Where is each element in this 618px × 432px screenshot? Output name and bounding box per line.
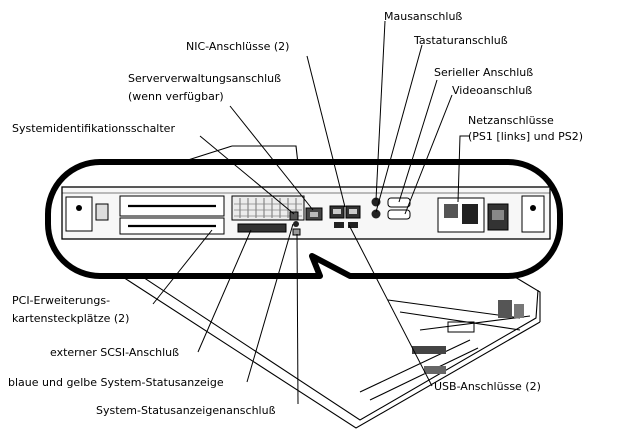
management-port: [305, 207, 323, 221]
label-power-connectors-1: Netzanschlüsse: [468, 114, 554, 127]
label-serial-connector: Serieller Anschluß: [434, 66, 533, 79]
right-bracket: [521, 195, 545, 233]
scsi-connector: [237, 223, 287, 233]
label-power-connectors-2: (PS1 [links] und PS2): [468, 130, 583, 143]
status-indicator-connector: [292, 228, 301, 236]
label-mouse-connector: Mausanschluß: [384, 10, 462, 23]
label-management-port-2: (wenn verfügbar): [128, 90, 224, 103]
status-indicator-led: [293, 221, 299, 227]
label-usb-connectors: USB-Anschlüsse (2): [434, 380, 541, 393]
power-supplies: [437, 197, 509, 233]
pci-expansion-slots: [119, 195, 225, 235]
label-status-connector: System-Statusanzeigenanschluß: [96, 404, 276, 417]
nic-ports: [329, 205, 361, 219]
label-management-port-1: Serververwaltungsanschluß: [128, 72, 281, 85]
label-nic-connectors: NIC-Anschlüsse (2): [186, 40, 289, 53]
serial-port: [387, 197, 411, 208]
label-video-connector: Videoanschluß: [452, 84, 532, 97]
label-status-indicator: blaue und gelbe System-Statusanzeige: [8, 376, 224, 389]
leader-lines: [152, 20, 469, 405]
label-external-scsi: externer SCSI-Anschluß: [50, 346, 179, 359]
label-system-id-button: Systemidentifikationsschalter: [12, 122, 175, 135]
chassis-rear-details: [412, 300, 524, 374]
video-port: [387, 209, 411, 220]
usb-ports: [334, 222, 358, 228]
labels: Mausanschluß Tastaturanschluß NIC-Anschl…: [8, 10, 583, 417]
system-id-button: [289, 211, 299, 221]
label-pci-slots-2: kartensteckplätze (2): [12, 312, 129, 325]
label-keyboard-connector: Tastaturanschluß: [413, 34, 508, 47]
label-pci-slots-1: PCI-Erweiterungs-: [12, 294, 110, 307]
